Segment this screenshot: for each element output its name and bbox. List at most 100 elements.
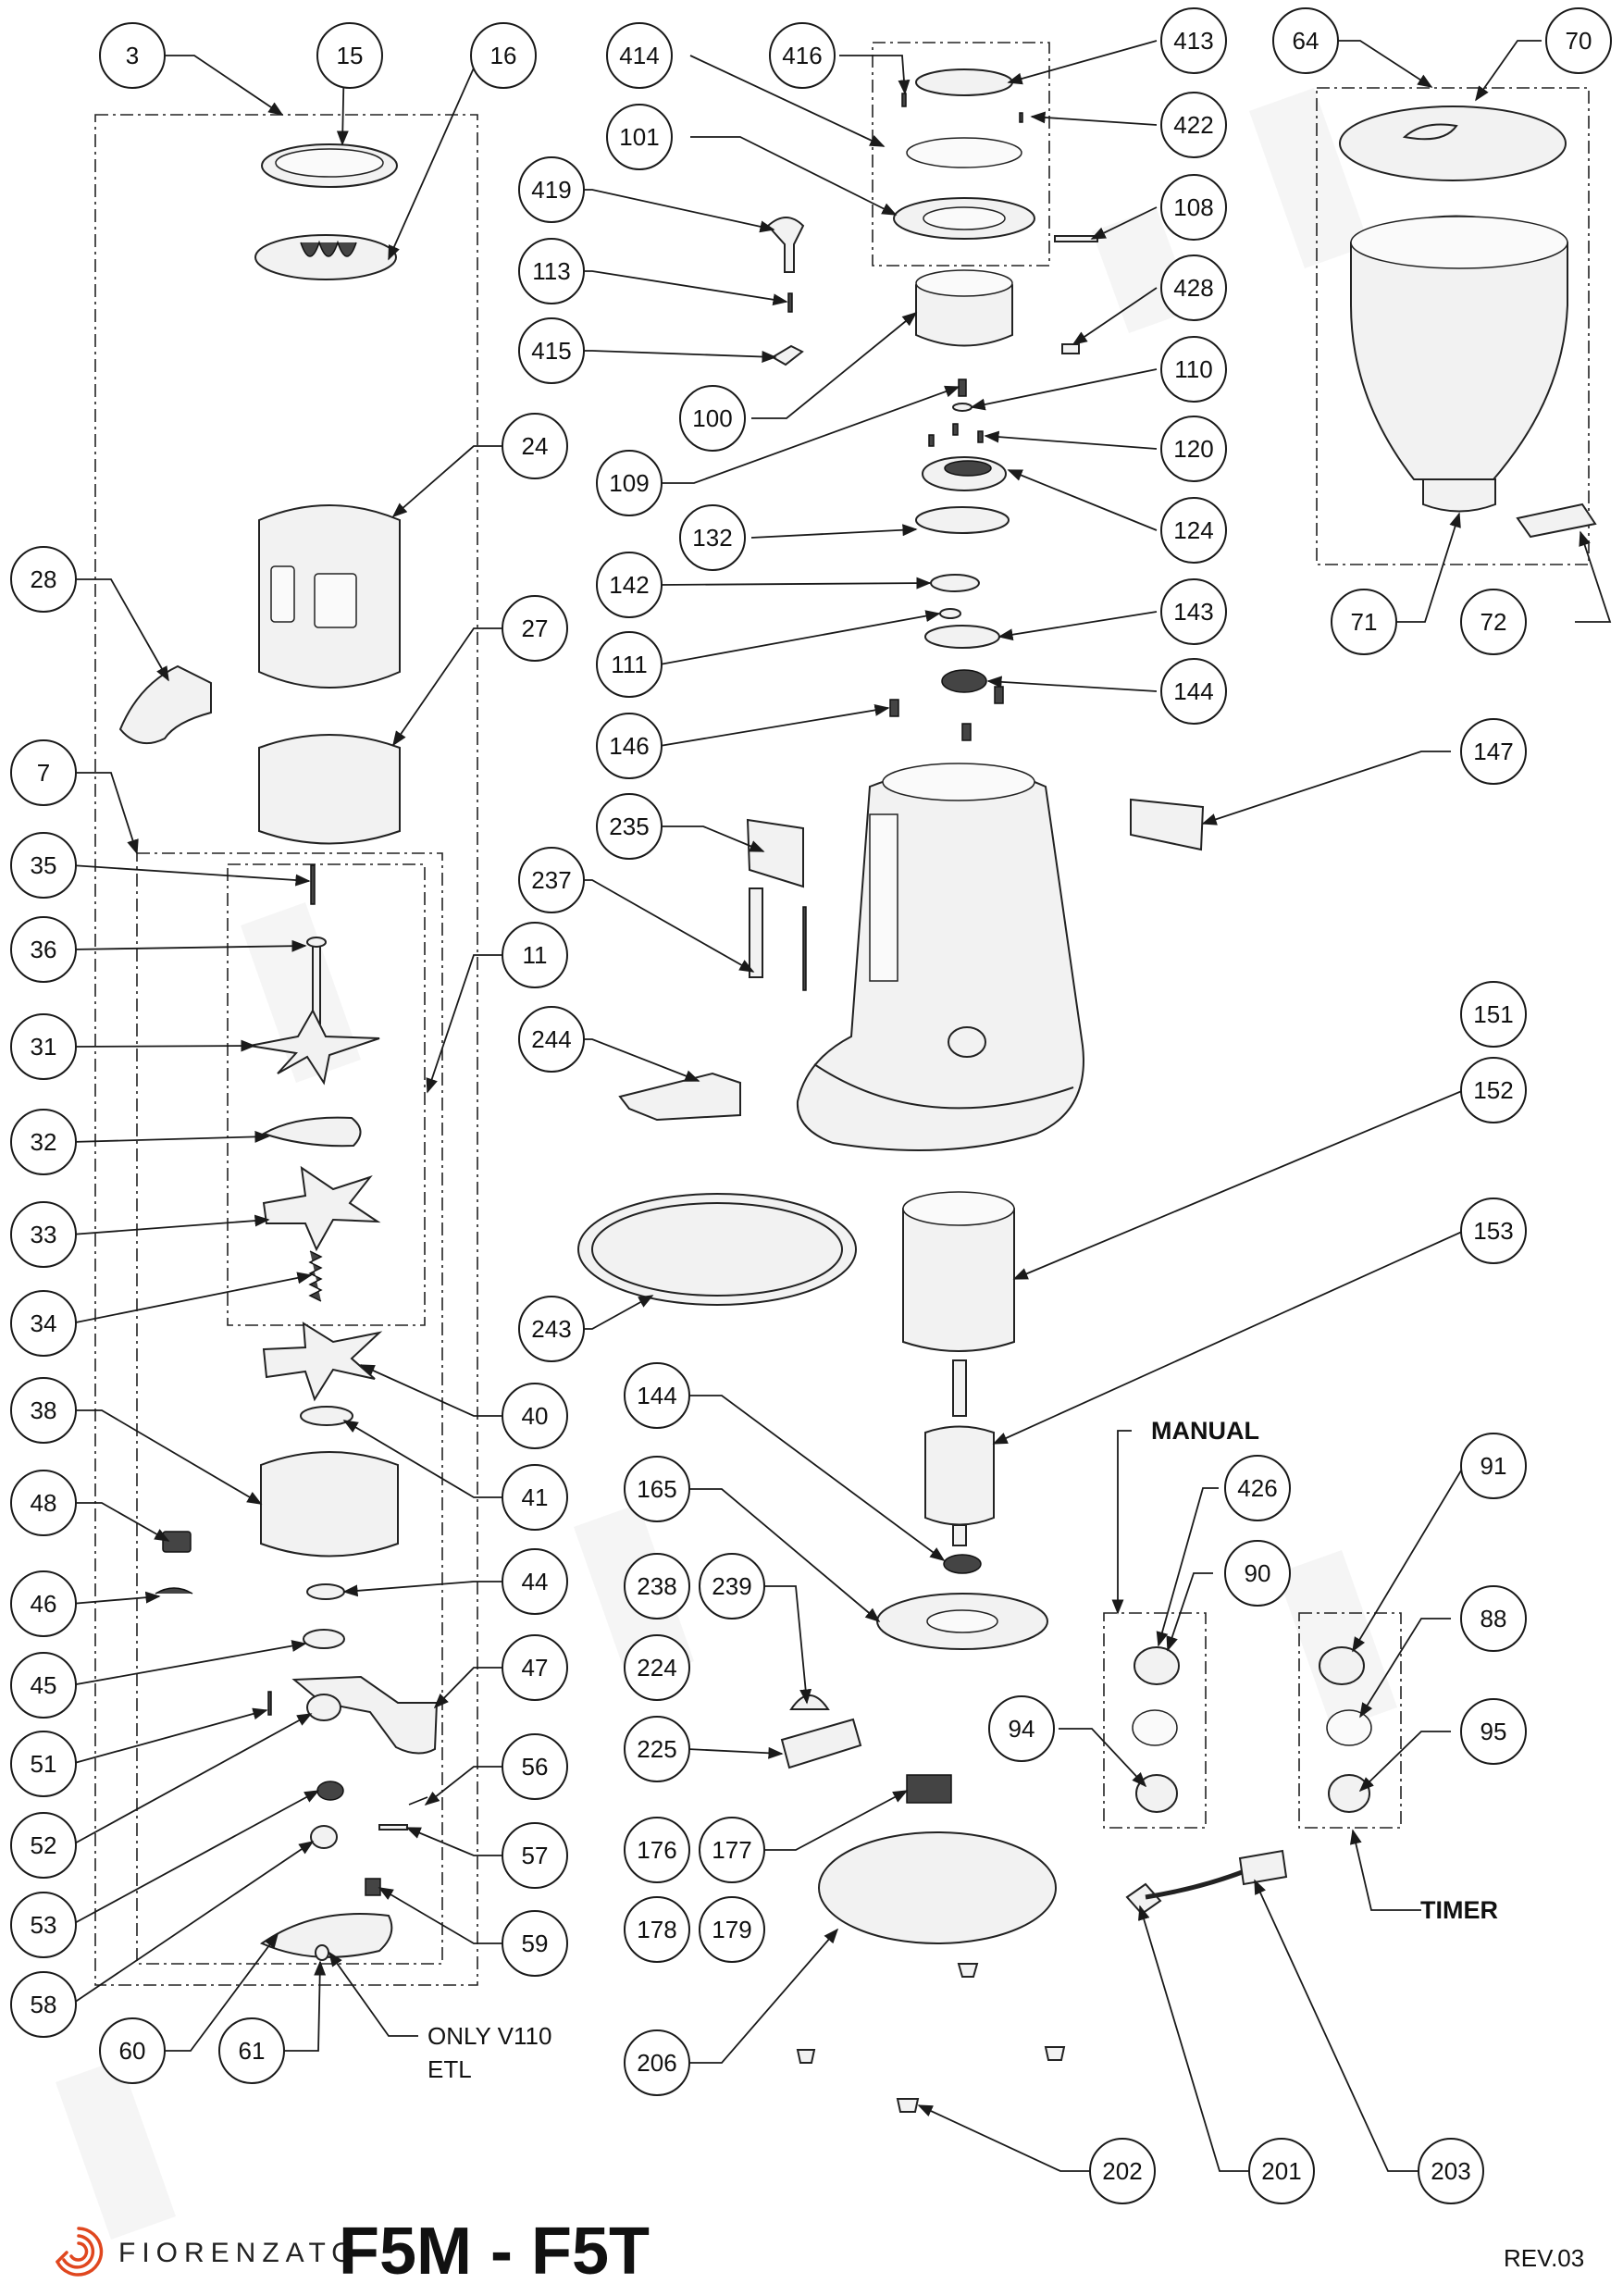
leader-31 [70, 1039, 256, 1052]
part-24-window-left [270, 565, 295, 623]
part-111-washer [939, 608, 961, 619]
callout-bubble: 146 [596, 713, 663, 779]
callout-circle [606, 104, 673, 170]
part-146-grub-c [994, 686, 1004, 704]
callout-bubble: 203 [1418, 2138, 1484, 2204]
callout-bubble: 95 [1460, 1698, 1527, 1765]
part-143-plate [924, 625, 1000, 649]
leader-101 [690, 136, 898, 216]
leader-225 [687, 1746, 784, 1759]
leader-124 [1007, 469, 1158, 531]
callout-number: 142 [609, 571, 649, 599]
part-body-button [948, 1026, 986, 1058]
part-72-gate [1516, 503, 1597, 539]
callout-number: 206 [637, 2049, 676, 2077]
callout-circle [1460, 1433, 1527, 1499]
callout-circle [699, 1896, 765, 1963]
part-416-screw [901, 93, 907, 107]
callout-circle [1160, 7, 1227, 74]
part-202-foot-a [957, 1963, 979, 1978]
leader-46 [70, 1591, 161, 1605]
leader-201 [1137, 1905, 1249, 2172]
part-203-plug [1238, 1849, 1288, 1886]
callout-number: 57 [522, 1842, 549, 1869]
group-frame-hopper [1316, 87, 1590, 565]
callout-number: 178 [637, 1916, 676, 1943]
callout-bubble: 32 [10, 1109, 77, 1175]
callout-circle [518, 847, 585, 913]
callout-number: 44 [522, 1568, 549, 1595]
part-101-carrier-inner [923, 206, 1006, 230]
callout-circle [1545, 7, 1612, 74]
callout-bubble: 124 [1160, 497, 1227, 564]
callout-bubble: 238 [624, 1553, 690, 1620]
callout-bubble: 27 [502, 595, 568, 662]
callout-bubble: 70 [1545, 7, 1612, 74]
callout-circle [10, 1971, 77, 2038]
callout-circle [502, 1464, 568, 1531]
leader-71 [1395, 512, 1461, 623]
part-413-ring [915, 68, 1013, 96]
part-153-shaft [952, 1359, 967, 1417]
leader-57 [405, 1827, 503, 1856]
callout-circle [10, 916, 77, 983]
callout-bubble: 31 [10, 1013, 77, 1080]
leader-109 [660, 385, 960, 484]
leader-34 [70, 1272, 313, 1324]
leader-35 [70, 864, 311, 887]
callout-number: 416 [782, 42, 822, 69]
callout-bubble: 40 [502, 1383, 568, 1449]
callout-circle [596, 450, 663, 516]
callout-number: 91 [1481, 1452, 1507, 1480]
callout-number: 201 [1261, 2157, 1301, 2185]
callout-bubble: 206 [624, 2029, 690, 2096]
callout-bubble: 3 [99, 22, 166, 89]
part-109-screw [958, 379, 967, 397]
callout-number: 72 [1481, 608, 1507, 636]
leader-24 [391, 445, 503, 518]
leader-142 [659, 577, 932, 590]
callout-number: 152 [1473, 1076, 1513, 1104]
callout-bubble: 71 [1331, 589, 1397, 655]
callout-number: 110 [1174, 355, 1212, 383]
leader-38 [71, 1409, 263, 1505]
callout-number: 94 [1009, 1715, 1035, 1743]
part-64-lid [1339, 105, 1567, 181]
leader-manual [1111, 1430, 1132, 1615]
leader-58 [70, 1841, 315, 2005]
part-15-cover-top [275, 148, 384, 178]
leader-52 [70, 1713, 313, 1846]
leader-146 [659, 703, 890, 747]
callout-bubble: 38 [10, 1377, 77, 1444]
callout-bubble: 24 [502, 413, 568, 479]
callout-circle [1248, 2138, 1315, 2204]
callout-circle [518, 1296, 585, 1362]
callout-bubble: 235 [596, 793, 663, 860]
callout-circle [624, 1716, 690, 1782]
callout-circle [679, 385, 746, 452]
leader-28 [71, 578, 169, 682]
leader-60 [158, 1932, 279, 2052]
leader-27 [392, 627, 503, 747]
note-line-2: ETL [427, 2055, 472, 2083]
leader-165 [688, 1488, 881, 1623]
callout-bubble: 419 [518, 156, 585, 223]
callout-bubble: 36 [10, 916, 77, 983]
callout-circle [316, 22, 383, 89]
leader-235 [660, 825, 765, 852]
callout-bubble: 57 [502, 1822, 568, 1889]
callout-number: 28 [31, 565, 57, 593]
leader-426 [1156, 1487, 1219, 1647]
callout-bubble: 110 [1160, 336, 1227, 403]
callout-number: 46 [31, 1590, 57, 1618]
callout-number: 413 [1173, 27, 1213, 55]
callout-number: 95 [1481, 1718, 1507, 1745]
callout-number: 88 [1481, 1605, 1507, 1632]
part-16-ribs [300, 240, 357, 257]
part-33-star [262, 1165, 381, 1252]
callout-bubble: 225 [624, 1716, 690, 1782]
callout-circle [624, 1817, 690, 1883]
callout-circle [1160, 578, 1227, 645]
part-16-lid-base [254, 234, 397, 280]
callout-number: 113 [532, 257, 570, 285]
